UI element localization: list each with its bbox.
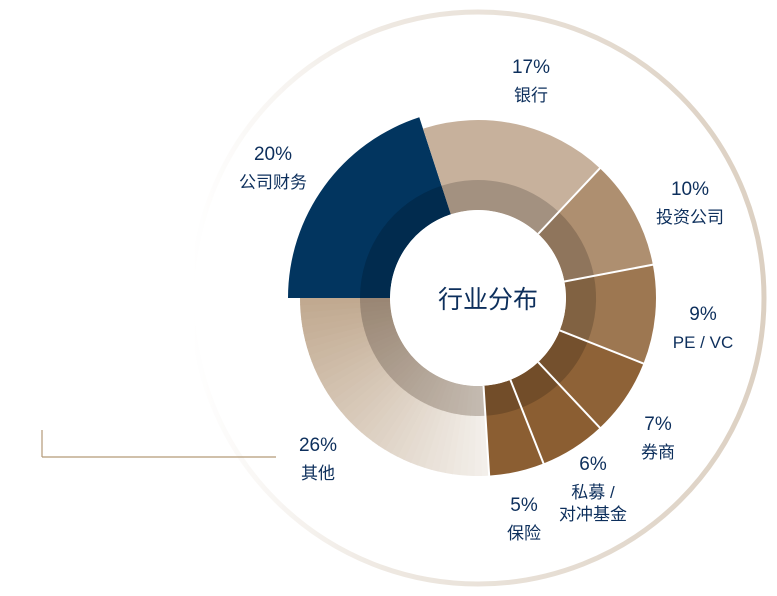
slice-1-inner-band — [360, 185, 451, 298]
slice-divider — [509, 379, 545, 465]
slice-1 — [288, 117, 451, 299]
slice-6-inner-band — [510, 362, 559, 408]
slice-8-inner-band-segment — [360, 308, 392, 318]
slice-label-7: 5% 保险 — [507, 495, 541, 543]
slice-8-inner-band-segment — [404, 366, 427, 394]
center-title: 行业分布 — [438, 286, 538, 314]
donut-dividers — [482, 166, 655, 477]
slice-8-inner-band-segment — [383, 351, 411, 374]
slice-8-inner-band-segment — [419, 374, 439, 404]
slice-percent-label: 6% — [579, 454, 607, 475]
slice-percent-label: 26% — [299, 435, 337, 456]
slice-8-inner-band-segment — [411, 370, 433, 399]
slice-percent-label: 20% — [254, 144, 292, 165]
slice-8-inner-band-segment — [442, 381, 456, 412]
slice-8-inner-band-segment — [400, 364, 424, 391]
slice-8-inner-band-segment — [364, 322, 395, 336]
slice-8-inner-band-segment — [396, 361, 421, 388]
donut-inner-band — [360, 180, 596, 416]
slice-labels: 20% 公司财务 17% 银行 10% 投资公司 9% PE / VC 7% 券商 6% 私募 / 对冲… — [239, 57, 733, 543]
slice-8-inner-band-segment — [369, 332, 399, 350]
slice-divider — [559, 329, 645, 365]
slice-name-label: 保险 — [507, 524, 541, 543]
slice-8-inner-band-segment — [361, 311, 392, 322]
slice-percent-label: 17% — [512, 57, 550, 78]
slice-8-inner-band-segment — [378, 345, 407, 366]
slice-8-inner-band-segment — [451, 383, 463, 415]
slice-8-inner-band-segment — [363, 318, 394, 332]
slice-name-label: 对冲基金 — [559, 505, 627, 524]
slice-label-8: 26% 其他 — [299, 435, 337, 483]
slice-name-label: 其他 — [301, 464, 335, 483]
slice-name-label: 私募 / — [571, 483, 615, 502]
slice-8-inner-band-segment — [456, 384, 466, 415]
slice-8-inner-band-segment — [465, 385, 473, 416]
slice-4-inner-band — [559, 275, 596, 342]
slice-percent-label: 7% — [644, 414, 672, 435]
slice-8-inner-band-segment — [362, 315, 393, 327]
outer-decorative-ring — [189, 9, 767, 587]
slice-8-inner-band-segment — [446, 382, 459, 414]
slice-8-inner-band-segment — [375, 342, 404, 362]
slice-8-inner-band-segment — [390, 356, 416, 381]
slice-divider — [482, 385, 491, 477]
slice-percent-label: 5% — [510, 495, 538, 516]
slice-8-inner-band-segment — [415, 372, 436, 402]
slice-label-2: 17% 银行 — [512, 57, 550, 105]
slice-percent-label: 9% — [689, 304, 717, 325]
donut-hole — [390, 210, 566, 386]
slice-name-label: PE / VC — [673, 333, 733, 352]
slice-divider — [537, 361, 602, 430]
slice-label-4: 9% PE / VC — [673, 304, 733, 352]
slice-label-3: 10% 投资公司 — [656, 179, 724, 227]
slice-8-inner-band-segment — [381, 348, 409, 370]
slice-label-6: 6% 私募 / 对冲基金 — [559, 454, 627, 524]
slice-8-inner-band-segment — [393, 359, 418, 385]
slice-8-inner-band-segment — [475, 385, 481, 416]
slice-3-inner-band — [538, 211, 594, 282]
slice-2-inner-band — [441, 180, 559, 234]
slice-8-inner-band-segment — [432, 379, 449, 410]
slice-8-inner-band-segment — [371, 335, 401, 354]
slice-name-label: 公司财务 — [239, 173, 307, 192]
slice-8-inner-band-segment — [460, 385, 470, 416]
slice-8-inner-band-segment — [437, 380, 452, 411]
slice-percent-label: 10% — [671, 179, 709, 200]
slice-8-inner-band-segment — [360, 298, 391, 303]
slice-name-label: 投资公司 — [656, 208, 724, 227]
slice-name-label: 银行 — [514, 86, 548, 105]
slice-name-label: 券商 — [641, 443, 675, 462]
slice-8-inner-band-segment — [360, 301, 391, 308]
slice-divider — [564, 263, 655, 283]
slice-7-inner-band — [483, 379, 522, 416]
slice-8-inner-band-segment — [407, 368, 429, 397]
slice-divider — [537, 166, 602, 235]
slice-label-5: 7% 券商 — [641, 414, 675, 462]
slice-8-inner-band-segment — [428, 377, 445, 408]
slice-8-inner-band-segment — [373, 339, 403, 358]
slice-label-1: 20% 公司财务 — [239, 144, 307, 192]
slice-5-inner-band — [538, 330, 588, 385]
slice-8-inner-band-segment — [366, 325, 396, 341]
slice-8-inner-band-segment — [386, 353, 413, 378]
slice-8-inner-band-segment — [424, 376, 442, 406]
slice-8-inner-band-segment — [367, 329, 398, 345]
